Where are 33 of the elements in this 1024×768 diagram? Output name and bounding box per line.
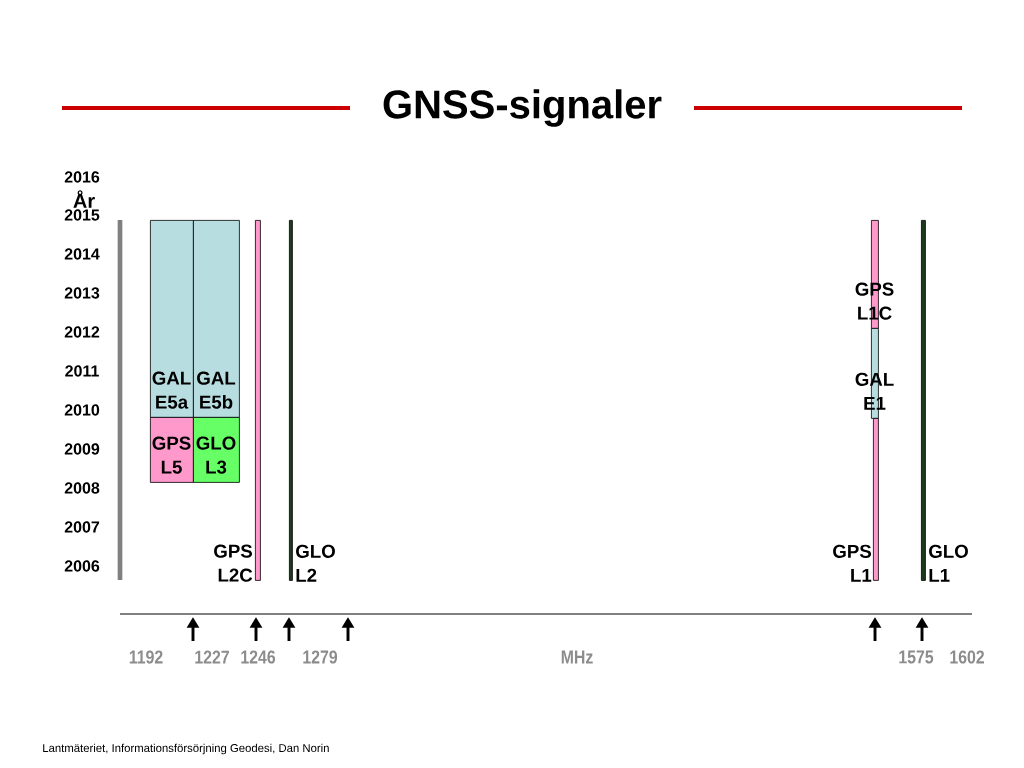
frequency-label: 1192: [129, 650, 163, 664]
frequency-label: 1602: [950, 650, 985, 664]
signal-label: GLO L2: [296, 544, 335, 582]
year-label: 2015: [64, 209, 100, 221]
frequency-label: 1246: [241, 650, 276, 664]
year-label: 2009: [64, 443, 100, 455]
band-box: GAL E5b: [193, 220, 240, 418]
band-box: GAL E5a: [150, 220, 194, 418]
year-label: 2012: [64, 326, 100, 338]
year-label: 2006: [64, 560, 100, 572]
signal-bar: [921, 220, 926, 581]
year-label: 2016: [64, 171, 100, 183]
signal-bar: [289, 220, 293, 581]
frequency-label: 1279: [303, 650, 338, 664]
year-label: 2013: [64, 287, 100, 299]
signal-label: GLO L1: [929, 544, 968, 582]
year-label: 2014: [64, 248, 100, 260]
axis-title: År: [73, 190, 95, 208]
frequency-label: 1575: [899, 650, 934, 664]
band-box: GLO L3: [193, 417, 240, 483]
year-label: 2007: [64, 521, 100, 533]
year-label: 2011: [65, 365, 99, 377]
signal-bar: [873, 418, 879, 581]
footer-text: Lantmäteriet, Informationsförsörjning Geodesi, Dan Norin: [43, 743, 329, 755]
year-label: 2010: [64, 404, 100, 416]
frequency-label: 1227: [195, 650, 229, 664]
band-box: GPS L5: [150, 417, 194, 483]
title: GNSS-signaler: [383, 89, 662, 127]
signal-bar: [255, 220, 261, 581]
signal-label: GPS L2C: [214, 544, 253, 582]
year-label: 2008: [64, 482, 100, 494]
signal-label: GPS L1: [833, 544, 872, 582]
frequency-label: MHz: [561, 650, 593, 664]
